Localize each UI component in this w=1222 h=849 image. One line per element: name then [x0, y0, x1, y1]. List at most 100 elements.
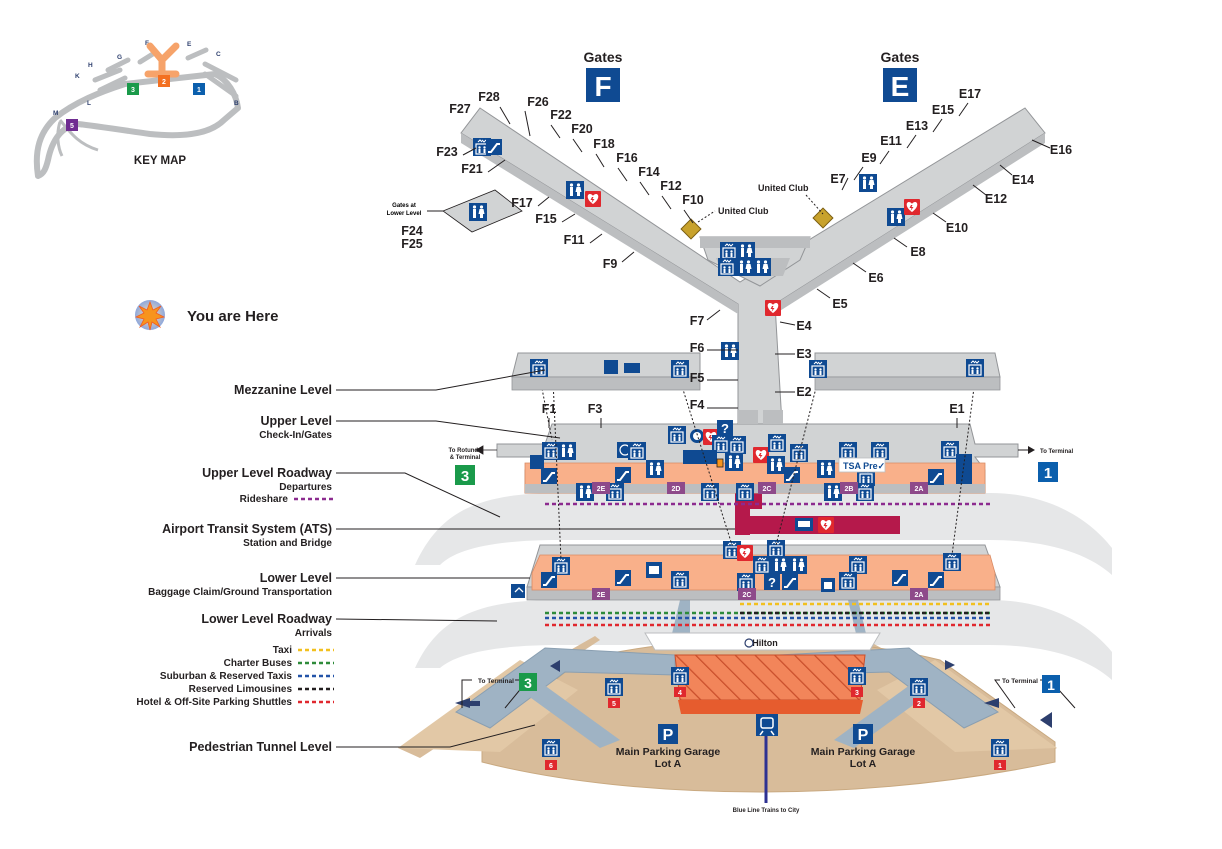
key-map-label-b: B	[234, 100, 239, 107]
key-map-terminal-2	[158, 75, 170, 87]
svg-text:1: 1	[998, 763, 1002, 770]
f-gate-f27: F27	[449, 102, 471, 116]
level-upper: Upper Level	[260, 414, 332, 428]
key-map-terminal-5	[66, 119, 78, 131]
svg-text:1: 1	[197, 87, 201, 94]
e-gate-e10: E10	[946, 221, 968, 235]
key-map-title: KEY MAP	[134, 155, 187, 167]
f-gate-f28: F28	[478, 90, 500, 104]
f-gate-f23: F23	[436, 145, 458, 159]
hilton-label: Hilton	[752, 638, 778, 648]
gates-e-letter: E	[891, 71, 910, 102]
svg-text:To Terminal: To Terminal	[1002, 678, 1038, 685]
f-gate-f14: F14	[638, 165, 660, 179]
legend-item-label: Charter Buses	[224, 658, 293, 669]
gates-f-header: Gates F	[584, 49, 623, 102]
f-lower-gates-note: Gates at Lower Level F24 F25	[387, 203, 443, 251]
svg-text:Baggage Claim/Ground Transport: Baggage Claim/Ground Transportation	[148, 587, 332, 598]
f-gate-f9: F9	[603, 257, 618, 271]
f-gate-f16: F16	[616, 151, 638, 165]
tunnel-elevator-2: 2	[909, 677, 929, 708]
united-club-f-label: United Club	[718, 206, 769, 216]
svg-text:& Terminal: & Terminal	[450, 455, 481, 461]
gates-e-title: Gates	[881, 49, 920, 65]
svg-text:2D: 2D	[672, 486, 681, 493]
f-gate-f6: F6	[690, 341, 705, 355]
svg-text:Departures: Departures	[279, 482, 332, 493]
key-map: 3 2 1 5 C E F G H K L M B KEY MAP	[33, 40, 241, 179]
svg-text:5: 5	[612, 701, 616, 708]
level-pedestrian-tunnel: Pedestrian Tunnel Level	[189, 740, 332, 754]
to-terminal-1-upper: To Terminal 1	[1018, 446, 1073, 482]
f-gate-f21: F21	[461, 162, 483, 176]
svg-text:To Terminal: To Terminal	[478, 678, 514, 685]
svg-text:1: 1	[1044, 465, 1052, 482]
parking-right-line1: Main Parking Garage	[811, 746, 916, 758]
upper-level-icons	[530, 420, 972, 502]
united-club-e-label: United Club	[758, 183, 809, 193]
legend-item-label: Taxi	[273, 645, 292, 656]
blue-line-cta: Blue Line Trains to City	[733, 714, 800, 814]
svg-text:5: 5	[70, 123, 74, 130]
e-gate-e14: E14	[1012, 173, 1034, 187]
svg-text:3: 3	[524, 675, 532, 691]
svg-text:Lower Level: Lower Level	[387, 211, 422, 217]
concourse-f-and-e	[442, 107, 1046, 425]
e-gate-e17: E17	[959, 87, 981, 101]
svg-text:2: 2	[917, 701, 921, 708]
tunnel-to-terminal-3: To Terminal 3	[461, 673, 537, 709]
gates-f-letter: F	[594, 71, 611, 102]
level-mezzanine: Mezzanine Level	[234, 383, 332, 397]
f-gate-f5: F5	[690, 371, 705, 385]
key-map-terminal-1	[193, 83, 205, 95]
e-gate-e7: E7	[830, 172, 845, 186]
svg-text:P: P	[858, 727, 869, 744]
level-lower: Lower Level	[260, 571, 332, 585]
key-map-label-c: C	[216, 51, 221, 58]
svg-text:P: P	[663, 727, 674, 744]
f-gate-f4: F4	[690, 398, 705, 412]
svg-text:2C: 2C	[743, 592, 752, 599]
e-gate-e9: E9	[861, 151, 876, 165]
svg-text:To Terminal: To Terminal	[1040, 449, 1073, 455]
lower-level-icons	[511, 539, 962, 598]
svg-text:6: 6	[549, 763, 553, 770]
lower-level-doors: 2E 2C 2A	[592, 588, 928, 600]
svg-text:3: 3	[461, 468, 469, 485]
e-gate-e2: E2	[796, 385, 811, 399]
svg-text:Arrivals: Arrivals	[295, 628, 333, 639]
svg-text:Check-In/Gates: Check-In/Gates	[259, 430, 332, 441]
svg-text:F25: F25	[401, 237, 423, 251]
gate-ticks	[462, 102, 1051, 428]
parking-right-line2: Lot A	[850, 758, 877, 770]
svg-text:3: 3	[855, 690, 859, 697]
legend-item-label: Suburban & Reserved Taxis	[160, 671, 293, 682]
you-are-here-legend: You are Here	[134, 300, 278, 331]
key-map-label-g: G	[117, 54, 122, 61]
e-gate-labels: E17E15E13E16E11E9E14E7E12E10E8E6E5E4E3E2…	[796, 87, 1072, 416]
svg-text:Rideshare: Rideshare	[240, 494, 289, 505]
f-gate-f1: F1	[542, 402, 557, 416]
e-gate-e15: E15	[932, 103, 954, 117]
e-gate-e4: E4	[796, 319, 811, 333]
upper-level-doors: 2E 2D 2C 2B 2A	[592, 482, 928, 494]
tunnel-elevator-3: 3	[847, 666, 867, 697]
svg-text:2E: 2E	[597, 486, 606, 493]
svg-text:4: 4	[678, 690, 682, 697]
tunnel-elevator-4: 4	[670, 666, 690, 697]
e-gate-e16: E16	[1050, 143, 1072, 157]
legend-item-label: Reserved Limousines	[189, 684, 293, 695]
you-are-here-icon	[134, 300, 166, 331]
e-gate-e5: E5	[832, 297, 847, 311]
tunnel-to-terminal-1: To Terminal 1	[994, 675, 1076, 709]
parking-right: P Main Parking Garage Lot A	[811, 724, 916, 770]
level-upper-roadway: Upper Level Roadway	[202, 466, 332, 480]
f-gate-f17: F17	[511, 196, 533, 210]
hilton-logo-icon	[744, 638, 754, 648]
f-gate-f10: F10	[682, 193, 704, 207]
svg-text:2: 2	[162, 79, 166, 86]
key-map-terminal-3	[127, 83, 139, 95]
f-gate-f3: F3	[588, 402, 603, 416]
f-gate-f18: F18	[593, 137, 615, 151]
